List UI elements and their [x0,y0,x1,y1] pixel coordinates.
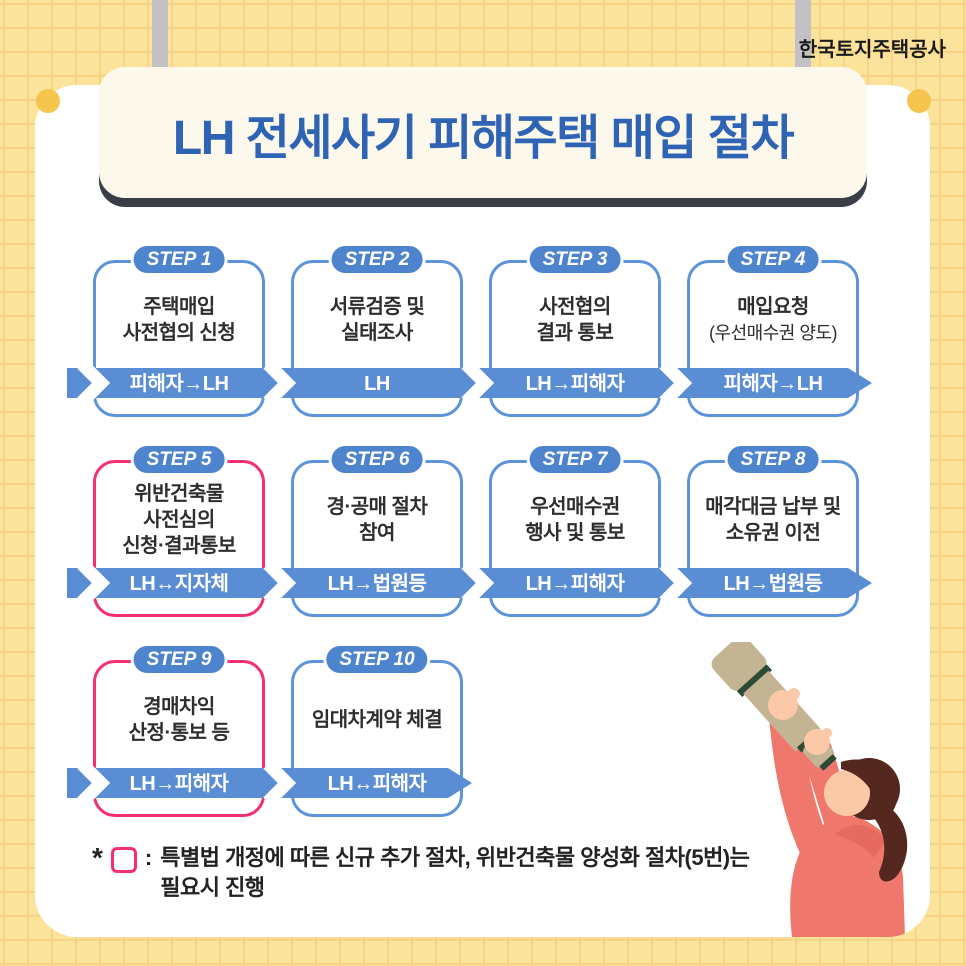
actor-label: LH [364,373,390,395]
step-title: 경·공매 절차 참여 [326,496,428,544]
flow-arrow-band-row2: LH↔지자체 LH→법원등 LH→피해자 LH→법원등 [67,559,872,607]
step-badge: STEP 3 [526,243,624,276]
colon: : [144,845,153,870]
footnote-line2: 필요시 진행 [160,875,265,900]
hanging-strap-right [795,0,811,70]
step-title: 서류검증 및 실태조사 [329,296,425,344]
step-title: 경매차익 산정·통보 등 [128,696,230,744]
footnote-line1: 특별법 개정에 따른 신규 추가 절차, 위반건축물 양성화 절차(5번)는 [160,845,750,870]
actor-label: 피해자→LH [724,372,823,395]
step-badge: STEP 4 [724,243,822,276]
step-badge: STEP 7 [526,443,624,476]
decor-dot-right [907,89,931,113]
step-badge: STEP 6 [328,443,426,476]
page-title: LH 전세사기 피해주택 매입 절차 [172,111,795,165]
step-subtitle: (우선매수권 양도) [709,323,837,344]
actor-label: LH→피해자 [130,772,230,795]
step-badge: STEP 5 [130,443,228,476]
decor-dot-left [36,89,60,113]
actor-label: LH↔지자체 [130,572,229,595]
title-banner: LH 전세사기 피해주택 매입 절차 [99,67,867,198]
step-badge: STEP 9 [130,643,228,676]
step-title: 위반건축물 사전심의 신청·결과통보 [122,483,236,557]
actor-label: LH→법원등 [724,572,823,595]
corp-name: 한국토지주택공사 [798,39,946,61]
asterisk: * [92,842,103,873]
step-title: 매입요청 [737,296,809,319]
footnote: * : 특별법 개정에 따른 신규 추가 절차, 위반건축물 양성화 절차(5번… [92,842,750,903]
actor-label: LH→법원등 [328,572,427,595]
flow-arrow-band-row3: LH→피해자 LH↔피해자 [67,759,472,807]
step-title: 임대차계약 체결 [311,709,443,731]
actor-label: LH→피해자 [526,572,626,595]
step-title: 주택매입 사전협의 신청 [122,296,236,344]
step-badge: STEP 10 [323,643,431,676]
person-telescope-illustration [711,642,908,937]
step-title: 사전협의 결과 통보 [536,296,614,344]
legend-square-icon [110,847,137,873]
step-badge: STEP 8 [724,443,822,476]
actor-label: LH↔피해자 [328,772,428,795]
flow-arrow-band-row1: 피해자→LH LH LH→피해자 피해자→LH [67,359,872,407]
footnote-text: 특별법 개정에 따른 신규 추가 절차, 위반건축물 양성화 절차(5번)는 필… [160,843,750,903]
step-title: 우선매수권 행사 및 통보 [525,496,625,544]
step-badge: STEP 2 [328,243,426,276]
step-title: 매각대금 납부 및 소유권 이전 [705,496,841,544]
hanging-strap-left [152,0,168,70]
actor-label: LH→피해자 [526,372,626,395]
actor-label: 피해자→LH [130,372,229,395]
step-badge: STEP 1 [130,243,228,276]
